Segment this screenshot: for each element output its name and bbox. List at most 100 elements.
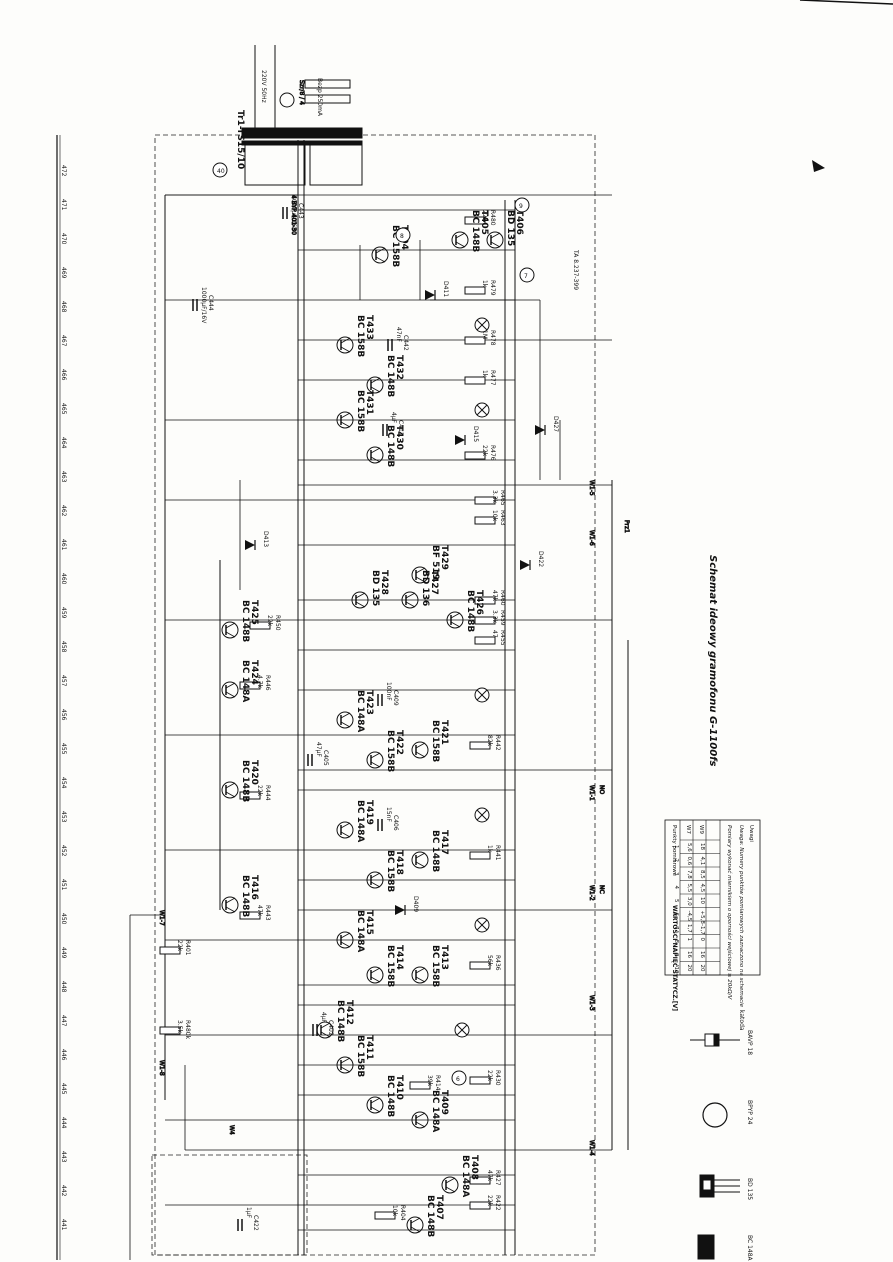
transistor-ref: T420 bbox=[249, 760, 259, 785]
resistor-value: 1k bbox=[481, 280, 488, 288]
capacitor-value: 47µF bbox=[315, 742, 322, 757]
transistor-type: BD 136 bbox=[420, 570, 430, 606]
edge-pin-label: 465 bbox=[60, 403, 67, 415]
edge-pin-label: 446 bbox=[60, 1049, 67, 1061]
diode: D415 bbox=[455, 426, 479, 445]
indicator-lamp bbox=[474, 687, 490, 703]
diode-ref: D415 bbox=[472, 426, 479, 442]
edge-pin-label: 447 bbox=[60, 1015, 67, 1027]
transistor-type: BC 148A bbox=[355, 910, 365, 952]
transistor-type: BC 158B bbox=[355, 315, 365, 357]
indicator-lamp bbox=[454, 1022, 470, 1038]
capacitor-ref: C406 bbox=[392, 815, 399, 831]
resistor-value: 82k bbox=[486, 735, 493, 747]
resistor-value: 3.5k bbox=[176, 1020, 183, 1034]
resistor-ref: R404 bbox=[399, 1205, 406, 1221]
transistor-ref: T429 bbox=[439, 545, 449, 570]
test-point: 6 bbox=[451, 1070, 467, 1086]
resistor-ref: R441 bbox=[494, 845, 501, 861]
transistor-type: BC 158B bbox=[385, 945, 395, 987]
transistor-ref: T428 bbox=[379, 570, 389, 595]
transistor-type: BC 148B bbox=[425, 1195, 435, 1237]
edge-pin-label: 453 bbox=[60, 811, 67, 823]
legend-led-label: BPYP 24 bbox=[746, 1100, 753, 1125]
transistor-ref: T411 bbox=[364, 1035, 374, 1060]
transistor-type: BC 148B bbox=[335, 1000, 345, 1042]
capacitor-value: 1000µF/16V bbox=[290, 195, 297, 232]
voltage-table: WARTOŚCI NAPIĘĆ STATYCZ.[V] Punkty pomia… bbox=[664, 819, 761, 1011]
resistor-value: 39k bbox=[426, 1075, 433, 1087]
resistor-ref: R422 bbox=[494, 1195, 501, 1211]
edge-pin-label: 445 bbox=[60, 1083, 67, 1095]
resistor-ref: R446 bbox=[264, 675, 271, 691]
connector-label: W1-5 bbox=[588, 480, 595, 496]
table-col-header: 6 bbox=[673, 913, 679, 917]
legend-diode-label: BAVP 18 bbox=[746, 1030, 753, 1055]
table-cell: 4,1 bbox=[699, 857, 705, 866]
transistor-ref: T432 bbox=[394, 355, 404, 380]
transistor-ref: T405 bbox=[479, 210, 489, 235]
table-col-header: 4 bbox=[673, 886, 679, 890]
edge-pin-label: 472 bbox=[60, 165, 67, 177]
transistor-type: BC 158B bbox=[390, 225, 400, 267]
edge-pin-label: 457 bbox=[60, 675, 67, 687]
resistor-ref: R443 bbox=[264, 905, 271, 921]
capacitor-value: 1µF bbox=[245, 1207, 252, 1219]
resistor-ref: R477 bbox=[489, 370, 496, 386]
transistor-ref: T409 bbox=[439, 1090, 449, 1115]
transistor-ref: T408 bbox=[469, 1155, 479, 1180]
transistor-ref: T419 bbox=[364, 800, 374, 825]
table-cell: -1,7 bbox=[699, 924, 705, 935]
horizontal-wiring: W1-1W1-2W1-3W1-4W1-5W1-6W1-7W1-8NONCW44 … bbox=[129, 80, 630, 1260]
connector-label: W1-8 bbox=[158, 1060, 165, 1076]
transistor-ref: T421 bbox=[439, 720, 449, 745]
transistor-type: BC 148B bbox=[385, 1075, 395, 1117]
table-header-notes: Uwagi bbox=[748, 825, 754, 842]
capacitor-value: 47nF bbox=[395, 327, 402, 342]
resistor-value: 22k bbox=[266, 615, 273, 627]
resistor-ref: R480k bbox=[184, 1020, 191, 1040]
table-col-header: 1 bbox=[673, 845, 679, 849]
edge-pin-label: 451 bbox=[60, 879, 67, 891]
transistor-type: BC 148A bbox=[355, 690, 365, 732]
transistor-type: BF 519 bbox=[430, 545, 440, 580]
transistor-ref: T415 bbox=[364, 910, 374, 935]
capacitor-ref: C444 bbox=[207, 295, 214, 311]
bridge-label: 4 BYP 401-30 bbox=[290, 195, 297, 235]
connector-label: W1-2 bbox=[588, 885, 595, 901]
capacitor-value: 1000µF/16V bbox=[200, 287, 207, 324]
top-edge-mark bbox=[799, 0, 893, 5]
table-col-header: 8 bbox=[673, 940, 679, 944]
drawing-number: TA 8.237-399 bbox=[572, 249, 579, 290]
vertical-rails bbox=[164, 140, 629, 1255]
transistor-type: BC 148B bbox=[240, 600, 250, 642]
test-point: 40 bbox=[212, 162, 228, 178]
transistor-type: BC 158B bbox=[355, 390, 365, 432]
capacitor-value: 100nF bbox=[385, 682, 392, 701]
edge-pin-label: 464 bbox=[60, 437, 67, 449]
connector-label: W1-7 bbox=[158, 910, 165, 926]
resistor-value: 47 bbox=[491, 630, 498, 638]
diode: D422 bbox=[520, 551, 544, 570]
resistor-value: 22k bbox=[256, 785, 263, 797]
transistor-ref: T422 bbox=[394, 730, 404, 755]
transistor-ref: T431 bbox=[364, 390, 374, 415]
